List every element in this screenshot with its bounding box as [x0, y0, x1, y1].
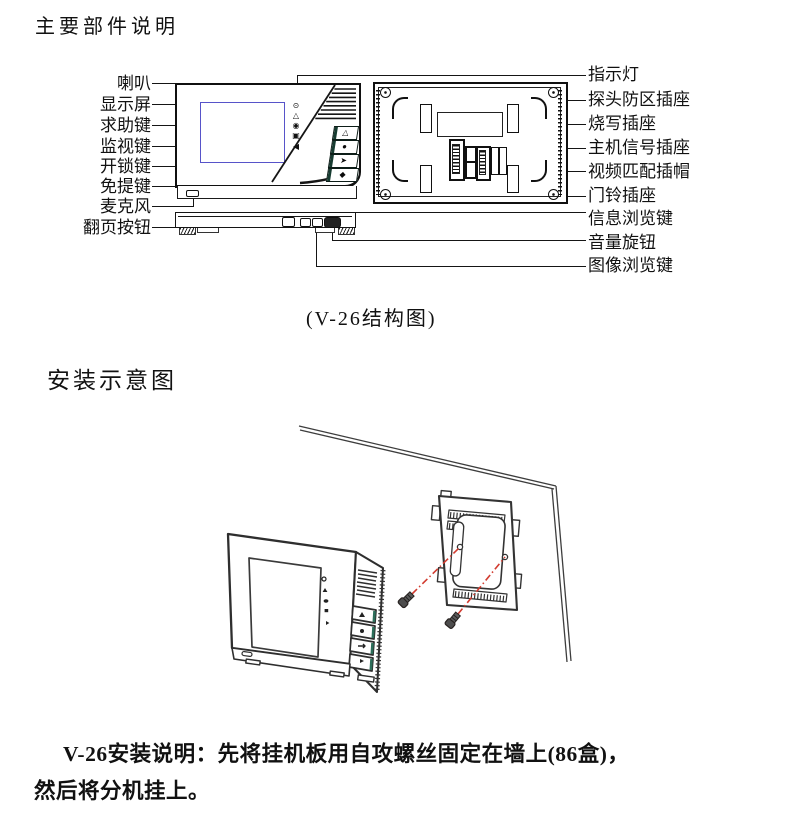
bottom-view-inner-line [178, 216, 352, 217]
install-note-line2: 然后将分机挂上。 [34, 779, 211, 803]
eye-indicator-icon: ◉ [292, 121, 300, 130]
call-button: △ [331, 126, 360, 140]
key-button-icon: ➤ [339, 156, 348, 165]
perforation-strip [376, 90, 380, 195]
corner-bracket [392, 160, 408, 182]
part-label-unlock-key: 开锁键 [100, 157, 151, 176]
unit-lower-lip [177, 186, 357, 199]
unit-foot [338, 228, 355, 235]
callout-line [152, 83, 182, 84]
monitor-3d-indicators [321, 576, 330, 625]
part-label-display: 显示屏 [100, 95, 151, 114]
diagram-caption: (V-26结构图) [306, 308, 437, 330]
part-label-image-browse-key: 图像浏览键 [588, 256, 673, 275]
connector-pins [452, 144, 460, 174]
bell-indicator-icon: △ [292, 111, 300, 120]
callout-line [316, 266, 586, 267]
corner-bracket [531, 160, 547, 182]
screw-icon [444, 611, 462, 629]
page-turn-button [282, 217, 295, 227]
part-label-doorbell-socket: 门铃插座 [588, 186, 656, 205]
panel-center-outline [437, 112, 503, 137]
corner-bracket [531, 97, 547, 119]
callout-line [297, 75, 586, 76]
part-label-monitor-key: 监视键 [100, 137, 151, 156]
volume-knob-control [324, 217, 341, 228]
page-title: 主要部件说明 [35, 16, 179, 38]
callout-line [152, 206, 194, 207]
microphone-hole [186, 190, 199, 197]
callout-line [304, 212, 586, 213]
corner-screw-icon [548, 87, 559, 98]
unit-foot [315, 228, 335, 233]
wall-bracket [430, 489, 523, 612]
monitor-3d-buttons [348, 605, 377, 672]
part-label-volume-knob: 音量旋钮 [588, 233, 656, 252]
bell-button-icon: △ [341, 128, 350, 137]
corner-bracket [392, 97, 408, 119]
display-screen [200, 102, 285, 163]
corner-screw-icon [380, 87, 391, 98]
panel-slot [420, 104, 432, 133]
part-label-indicator-light: 指示灯 [588, 65, 639, 84]
section2-title: 安装示意图 [47, 368, 177, 393]
part-label-programming-socket: 烧写插座 [588, 114, 656, 133]
unit-foot [197, 228, 219, 233]
video-matching-cap-shape [499, 147, 507, 175]
callout-line [193, 197, 194, 207]
part-label-message-browse-key: 信息浏览键 [588, 209, 673, 228]
part-label-host-signal-socket: 主机信号插座 [588, 138, 690, 157]
mounting-screws [397, 546, 506, 629]
part-label-sensor-zone-socket: 探头防区插座 [588, 90, 690, 109]
speaker-grille [315, 88, 356, 120]
screw-icon [397, 591, 415, 609]
unlock-button: ➤ [327, 154, 360, 168]
image-browse-button [312, 218, 323, 227]
part-label-microphone: 麦克风 [100, 197, 151, 216]
install-note-line1: V-26安装说明：先将挂机板用自攻螺丝固定在墙上(86盒)， [63, 742, 630, 766]
part-label-help-key: 求助键 [100, 116, 151, 135]
callout-line [332, 226, 333, 240]
wall [298, 425, 572, 663]
power-indicator-icon: ⊙ [292, 101, 300, 110]
perforation-strip [558, 90, 562, 195]
callout-line [316, 228, 317, 266]
handsfree-button: ◆ [325, 168, 360, 182]
part-label-handsfree-key: 免提键 [100, 177, 151, 196]
part-label-page-button: 翻页按钮 [83, 218, 151, 237]
part-label-video-matching-cap: 视频匹配插帽 [588, 162, 690, 181]
eye-button-icon: ● [341, 142, 348, 151]
monitor-button: ● [329, 140, 360, 154]
unit-foot [179, 228, 196, 235]
connector-pins [479, 150, 486, 175]
monitor-3d [226, 532, 386, 693]
video-matching-cap-shape [491, 147, 499, 175]
message-indicator-icon: ▣ [292, 131, 300, 140]
corner-screw-icon [548, 189, 559, 200]
callout-line [332, 240, 586, 241]
speaker-button-icon: ◆ [338, 170, 347, 179]
panel-slot [507, 104, 519, 133]
install-diagram [226, 425, 572, 693]
message-browse-button [300, 218, 311, 227]
corner-screw-icon [380, 189, 391, 200]
part-label-speaker: 喇叭 [117, 74, 151, 93]
panel-slot [507, 165, 519, 193]
mute-indicator-icon: ◀ [292, 142, 300, 151]
panel-slot [420, 165, 432, 193]
